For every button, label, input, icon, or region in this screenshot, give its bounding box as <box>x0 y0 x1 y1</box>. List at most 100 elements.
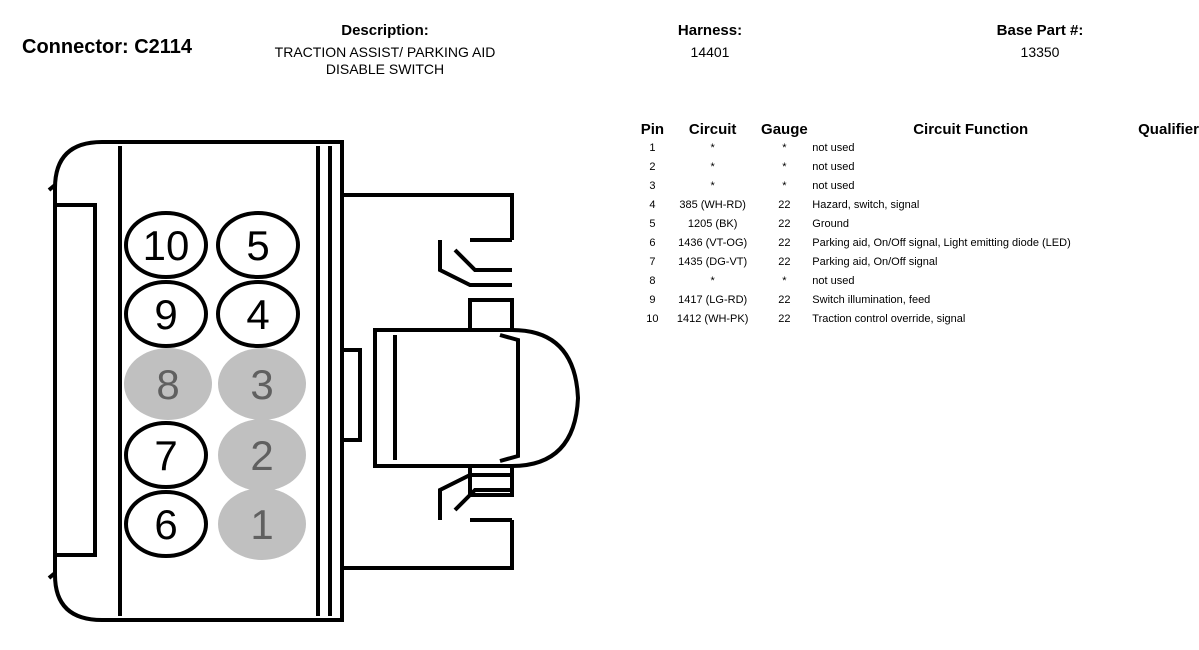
cell-gauge: 22 <box>778 237 791 249</box>
table-row: 5 1205 (BK) 22 Ground <box>636 215 1199 234</box>
cell-gauge: * <box>782 180 787 192</box>
pin-label: 2 <box>250 432 273 479</box>
cell-pin: 3 <box>649 180 656 192</box>
cell-gauge: 22 <box>778 218 791 230</box>
cell-qualifier <box>1129 215 1199 234</box>
cell-circuit: 385 (WH-RD) <box>679 199 746 211</box>
description-line: DISABLE SWITCH <box>325 61 445 77</box>
cell-circuit: * <box>710 275 715 287</box>
cell-function: not used <box>812 275 855 287</box>
pin-label: 3 <box>250 361 273 408</box>
table-row: 7 1435 (DG-VT) 22 Parking aid, On/Off si… <box>636 253 1199 272</box>
cell-circuit: * <box>710 161 715 173</box>
cell-pin: 5 <box>649 218 656 230</box>
cell-function: not used <box>812 142 855 154</box>
cell-qualifier <box>1129 158 1199 177</box>
pin-circle <box>216 280 300 348</box>
cell-pin: 8 <box>649 275 656 287</box>
pin-circle <box>124 348 212 420</box>
cell-pin: 6 <box>649 237 656 249</box>
cell-function: Switch illumination, feed <box>812 294 931 306</box>
cell-pin: 1 <box>649 142 656 154</box>
pin-circle <box>216 211 300 279</box>
connector-pin: 1 <box>218 488 306 560</box>
connector-pin: 9 <box>124 280 208 348</box>
cell-pin: 4 <box>649 199 656 211</box>
pin-circle <box>218 419 306 491</box>
cell-gauge: 22 <box>778 313 791 325</box>
harness-value: 14401 <box>690 44 730 60</box>
table-row: 6 1436 (VT-OG) 22 Parking aid, On/Off si… <box>636 234 1199 253</box>
cell-circuit: 1205 (BK) <box>687 218 738 230</box>
base-part-label: Base Part #: <box>996 22 1084 39</box>
cell-qualifier <box>1129 234 1199 253</box>
cell-gauge: 22 <box>778 294 791 306</box>
connector-housing <box>47 140 581 622</box>
cell-function: Hazard, switch, signal <box>812 199 920 211</box>
description-value: TRACTION ASSIST/ PARKING AID DISABLE SWI… <box>240 44 530 78</box>
table-row: 1 * * not used <box>636 139 1199 158</box>
connector-pins: 10 5 9 4 8 3 7 <box>124 211 306 560</box>
cell-qualifier <box>1129 253 1199 272</box>
pin-circle <box>218 488 306 560</box>
column-header-qualifier: Qualifier <box>1138 121 1199 138</box>
cell-pin: 9 <box>649 294 656 306</box>
column-header-circuit: Circuit <box>688 121 737 138</box>
cell-pin: 2 <box>649 161 656 173</box>
connector-pin: 6 <box>124 490 208 558</box>
pin-circle <box>124 211 208 279</box>
column-header-gauge: Gauge <box>761 121 808 138</box>
cell-qualifier <box>1129 139 1199 158</box>
pin-label: 1 <box>250 501 273 548</box>
description-label: Description: <box>341 22 429 39</box>
pin-table: Pin Circuit Gauge Circuit Function Quali… <box>636 120 1199 329</box>
cell-pin: 7 <box>649 256 656 268</box>
connector-title: Connector: C2114 <box>22 36 193 58</box>
pin-label: 9 <box>154 291 177 338</box>
connector-pin: 7 <box>124 421 208 489</box>
pin-circle <box>124 280 208 348</box>
pin-label: 8 <box>156 361 179 408</box>
cell-gauge: 22 <box>778 256 791 268</box>
table-header-row: Pin Circuit Gauge Circuit Function Quali… <box>636 120 1199 139</box>
table-row: 3 * * not used <box>636 177 1199 196</box>
table-row: 2 * * not used <box>636 158 1199 177</box>
cell-circuit: 1435 (DG-VT) <box>678 256 748 268</box>
cell-pin: 10 <box>646 313 659 325</box>
pin-circle <box>218 348 306 420</box>
table-row: 4 385 (WH-RD) 22 Hazard, switch, signal <box>636 196 1199 215</box>
cell-function: Parking aid, On/Off signal <box>812 256 938 268</box>
pin-circle <box>124 490 208 558</box>
cell-circuit: * <box>710 180 715 192</box>
connector-diagram: 10 5 9 4 8 3 7 <box>47 140 581 622</box>
cell-gauge: * <box>782 161 787 173</box>
base-part-value: 13350 <box>1020 44 1060 60</box>
column-header-circuit-function: Circuit Function <box>913 121 1029 138</box>
table-row: 10 1412 (WH-PK) 22 Traction control over… <box>636 310 1199 329</box>
connector-pin: 4 <box>216 280 300 348</box>
cell-function: Traction control override, signal <box>812 313 966 325</box>
table-row: 9 1417 (LG-RD) 22 Switch illumination, f… <box>636 291 1199 310</box>
column-header-pin: Pin <box>640 121 665 138</box>
cell-gauge: * <box>782 142 787 154</box>
harness-label: Harness: <box>677 22 743 39</box>
cell-circuit: * <box>710 142 715 154</box>
connector-pin: 10 <box>124 211 208 279</box>
cell-function: not used <box>812 161 855 173</box>
cell-qualifier <box>1129 310 1199 329</box>
description-line: TRACTION ASSIST/ PARKING AID <box>274 44 496 60</box>
table-row: 8 * * not used <box>636 272 1199 291</box>
connector-pin: 2 <box>218 419 306 491</box>
cell-function: Ground <box>812 218 849 230</box>
pin-label: 6 <box>154 501 177 548</box>
cell-qualifier <box>1129 196 1199 215</box>
cell-circuit: 1417 (LG-RD) <box>678 294 748 306</box>
connector-pin: 3 <box>218 348 306 420</box>
cell-qualifier <box>1129 272 1199 291</box>
cell-gauge: * <box>782 275 787 287</box>
pin-label: 4 <box>246 291 269 338</box>
cell-circuit: 1436 (VT-OG) <box>678 237 748 249</box>
pin-label: 7 <box>154 432 177 479</box>
pin-circle <box>124 421 208 489</box>
connector-pin: 8 <box>124 348 212 420</box>
